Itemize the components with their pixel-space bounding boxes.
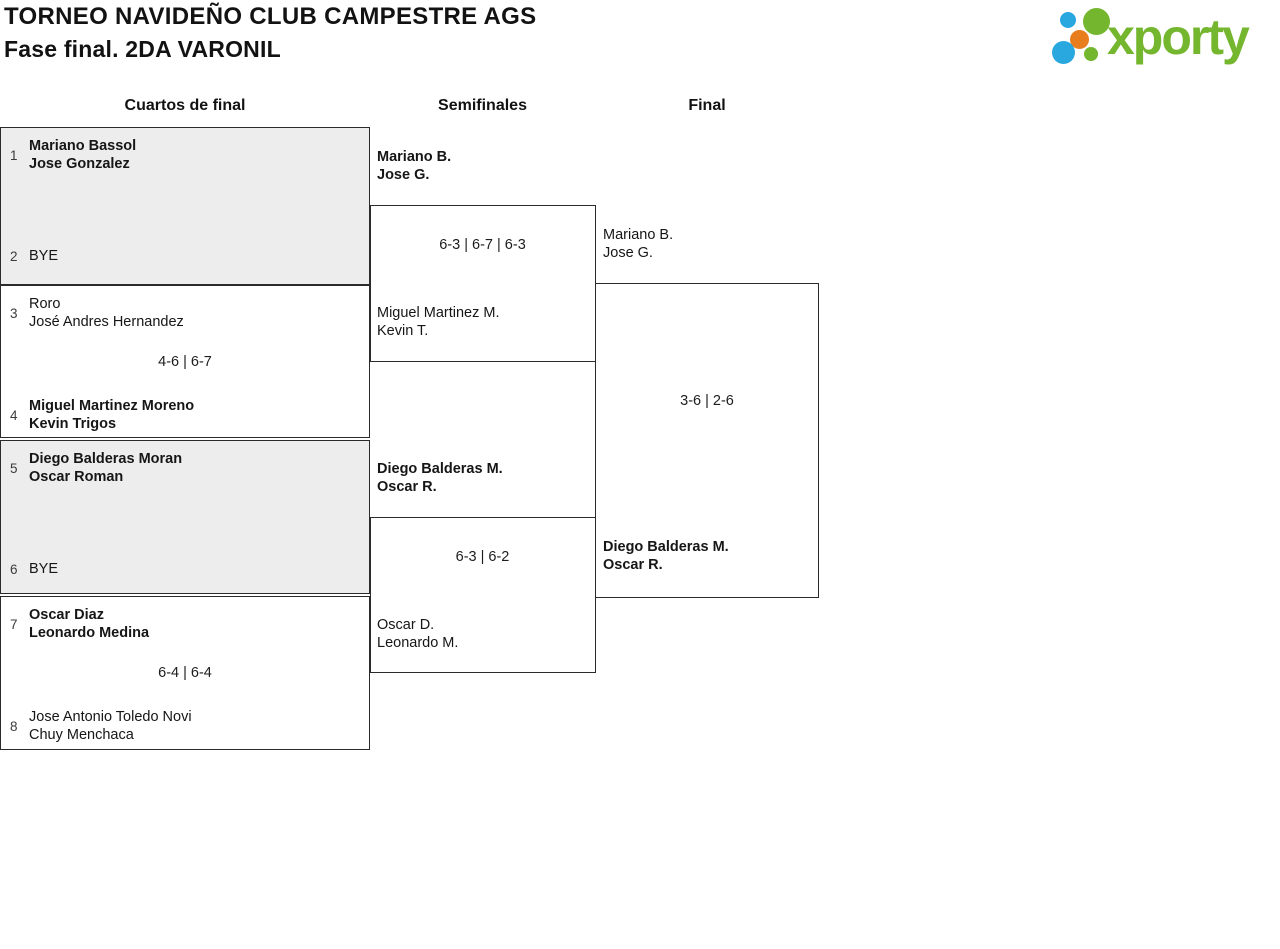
match-block-qf2: 3 Roro José Andres Hernandez 4-6 | 6-7 4… [0,285,370,438]
seed-number: 6 [10,561,18,577]
round-header-quarterfinals: Cuartos de final [124,97,246,114]
page-subtitle: Fase final. 2DA VARONIL [4,36,281,62]
logo-dot-icon [1083,8,1110,35]
seed-number: 3 [10,305,18,321]
seed-number: 1 [10,147,18,163]
participant-sf2-bottom: Oscar D. Leonardo M. [377,617,459,651]
participant-qf2-bottom: 4 Miguel Martinez Moreno Kevin Trigos [1,397,369,433]
logo-dot-icon [1084,47,1098,61]
match-score: 6-3 | 6-7 | 6-3 [439,237,526,253]
participant-qf1-top: 1 Mariano Bassol Jose Gonzalez [1,137,369,173]
participant-qf3-top: 5 Diego Balderas Moran Oscar Roman [1,450,369,486]
participant-names: Roro José Andres Hernandez [29,296,184,330]
participant-sf1-top: Mariano B. Jose G. [377,149,452,183]
xporty-logo[interactable]: xporty [1048,0,1280,72]
participant-names: BYE [29,561,59,577]
logo-dot-icon [1060,12,1076,28]
match-block-qf1: 1 Mariano Bassol Jose Gonzalez 2 BYE [0,127,370,285]
participant-sf2-top: Diego Balderas M. Oscar R. [377,461,503,495]
participant-names: Oscar Diaz Leonardo Medina [29,607,150,641]
seed-number: 2 [10,248,18,264]
match-score: 6-4 | 6-4 [158,665,212,681]
seed-number: 7 [10,616,18,632]
participant-qf4-bottom: 8 Jose Antonio Toledo Novi Chuy Menchaca [1,708,369,744]
match-score: 4-6 | 6-7 [158,353,212,370]
participant-final-bottom: Diego Balderas M. Oscar R. [603,539,729,573]
seed-number: 5 [10,460,18,476]
logo-dot-icon [1052,41,1075,64]
logo-dot-icon [1070,30,1089,49]
match-block-qf3: 5 Diego Balderas Moran Oscar Roman 6 BYE [0,440,370,594]
participant-names: BYE [29,248,59,264]
participant-qf2-top: 3 Roro José Andres Hernandez [1,295,369,331]
participant-final-top: Mariano B. Jose G. [603,227,674,261]
participant-names: Mariano Bassol Jose Gonzalez [29,138,137,172]
match-block-qf4: 7 Oscar Diaz Leonardo Medina 6-4 | 6-4 8… [0,596,370,750]
participant-names: Jose Antonio Toledo Novi Chuy Menchaca [29,709,192,743]
participant-qf3-bottom: 6 BYE [1,560,369,578]
page-title: TORNEO NAVIDEÑO CLUB CAMPESTRE AGS [4,3,537,30]
seed-number: 4 [10,407,18,423]
match-score: 3-6 | 2-6 [680,393,734,409]
round-header-final: Final [688,97,726,114]
match-box-final [595,283,819,598]
participant-names: Diego Balderas Moran Oscar Roman [29,451,183,485]
seed-number: 8 [10,718,18,734]
participant-sf1-bottom: Miguel Martinez M. Kevin T. [377,305,500,339]
match-score: 6-3 | 6-2 [455,549,510,565]
logo-wordmark: xporty [1107,9,1250,65]
participant-qf4-top: 7 Oscar Diaz Leonardo Medina [1,606,369,642]
participant-qf1-bottom: 2 BYE [1,247,369,265]
participant-names: Miguel Martinez Moreno Kevin Trigos [29,398,195,432]
round-header-semifinals: Semifinales [438,97,527,114]
